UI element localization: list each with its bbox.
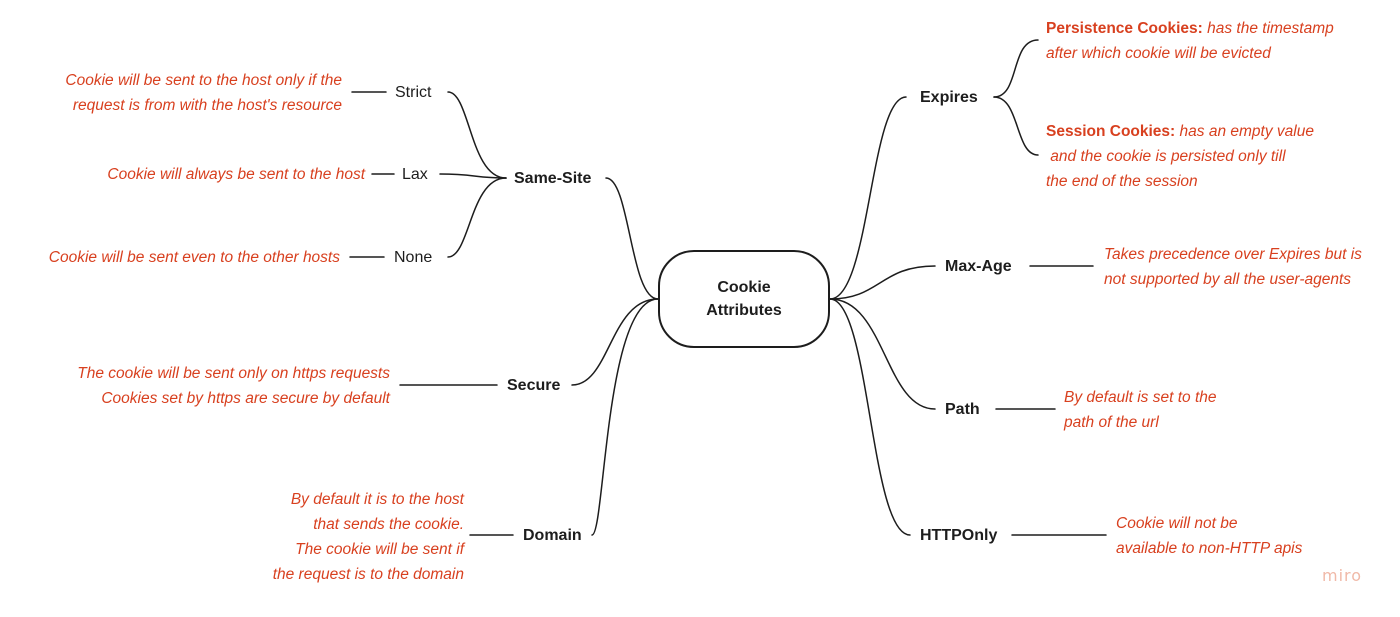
desc-secure-line2: Cookies set by https are secure by defau… xyxy=(101,390,390,407)
desc-lax: Cookie will always be sent to the host xyxy=(107,162,365,187)
session-cookies-title: Session Cookies: xyxy=(1046,123,1176,140)
desc-path: By default is set to the path of the url xyxy=(1064,385,1217,435)
center-title-line1: Cookie xyxy=(717,279,771,296)
link-same-site-lax xyxy=(439,173,507,179)
desc-max-age-line2: not supported by all the user-agents xyxy=(1104,271,1352,288)
desc-path-line1: By default is set to the xyxy=(1064,389,1217,406)
node-secure[interactable]: Secure xyxy=(507,377,561,394)
node-max-age[interactable]: Max-Age xyxy=(945,258,1012,275)
link-center-expires xyxy=(829,96,907,300)
node-domain[interactable]: Domain xyxy=(523,527,582,544)
desc-max-age: Takes precedence over Expires but is not… xyxy=(1104,242,1362,292)
center-node-cookie-attributes[interactable]: Cookie Attributes xyxy=(658,250,830,348)
link-expires-session xyxy=(993,96,1039,156)
node-same-site[interactable]: Same-Site xyxy=(514,170,592,187)
desc-none-line1: Cookie will be sent even to the other ho… xyxy=(48,249,340,266)
desc-domain-line3: The cookie will be sent if xyxy=(295,541,464,558)
session-desc-line2: and the cookie is persisted only till xyxy=(1046,148,1286,165)
desc-domain-line1: By default it is to the host xyxy=(290,491,464,508)
leaf-strict[interactable]: Strict xyxy=(395,84,432,101)
desc-path-line2: path of the url xyxy=(1064,414,1159,431)
desc-max-age-line1: Takes precedence over Expires but is xyxy=(1104,246,1362,263)
leaf-none[interactable]: None xyxy=(394,249,433,266)
desc-none: Cookie will be sent even to the other ho… xyxy=(49,245,340,270)
desc-domain-line2: that sends the cookie. xyxy=(313,516,464,533)
desc-secure: The cookie will be sent only on https re… xyxy=(77,361,390,411)
link-expires-persistence xyxy=(993,39,1039,98)
link-center-domain xyxy=(591,298,659,536)
desc-httponly-line2: available to non-HTTP apis xyxy=(1116,540,1303,557)
desc-strict: Cookie will be sent to the host only if … xyxy=(65,68,342,118)
persistence-cookies-title: Persistence Cookies: xyxy=(1046,20,1203,37)
link-same-site-strict xyxy=(447,91,507,179)
desc-httponly: Cookie will not be available to non-HTTP… xyxy=(1116,511,1302,561)
session-desc-line1: has an empty value xyxy=(1179,123,1314,140)
persistence-desc-line2: after which cookie will be evicted xyxy=(1046,45,1271,62)
desc-domain: By default it is to the host that sends … xyxy=(273,487,464,587)
miro-watermark-logo: miro xyxy=(1322,566,1363,585)
desc-strict-line1: Cookie will be sent to the host only if … xyxy=(65,72,342,89)
desc-httponly-line1: Cookie will not be xyxy=(1116,515,1238,532)
desc-secure-line1: The cookie will be sent only on https re… xyxy=(77,365,390,382)
link-center-httponly xyxy=(829,298,911,536)
link-center-secure xyxy=(571,298,659,386)
leaf-lax[interactable]: Lax xyxy=(402,166,428,183)
desc-strict-line2: request is from with the host's resource xyxy=(72,97,342,114)
desc-session-cookies: Session Cookies: has an empty value and … xyxy=(1046,119,1314,194)
link-center-same-site xyxy=(605,177,659,300)
link-center-path xyxy=(829,298,936,410)
desc-persistence-cookies: Persistence Cookies: has the timestamp a… xyxy=(1046,16,1334,66)
persistence-desc-line1: has the timestamp xyxy=(1207,20,1334,37)
node-path[interactable]: Path xyxy=(945,401,980,418)
center-title-line2: Attributes xyxy=(706,302,782,319)
node-httponly[interactable]: HTTPOnly xyxy=(920,527,998,544)
link-center-max-age xyxy=(829,265,936,300)
desc-lax-line1: Cookie will always be sent to the host xyxy=(107,166,365,183)
desc-domain-line4: the request is to the domain xyxy=(272,566,464,583)
link-same-site-none xyxy=(447,177,507,258)
session-desc-line3: the end of the session xyxy=(1046,173,1198,190)
node-expires[interactable]: Expires xyxy=(920,89,978,106)
